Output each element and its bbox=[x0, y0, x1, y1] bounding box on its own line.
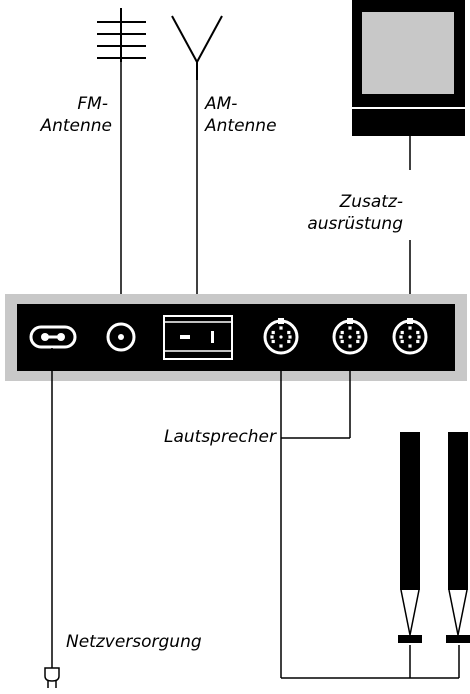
speaker-icon bbox=[398, 432, 422, 643]
am-antenna-label-line1: AM- bbox=[205, 94, 238, 114]
speaker-icon bbox=[446, 432, 470, 643]
coax-socket-icon bbox=[106, 322, 136, 352]
din-socket-icon bbox=[392, 318, 428, 355]
speakers-label: Lautsprecher bbox=[164, 427, 276, 447]
connection-panel bbox=[17, 304, 455, 371]
am-antenna-icon bbox=[171, 15, 223, 80]
power-plug-icon bbox=[44, 667, 60, 688]
fm-antenna-label-line2: Antenne bbox=[40, 116, 112, 136]
fm-antenna-icon bbox=[97, 8, 146, 62]
din-sockets bbox=[263, 318, 428, 355]
power-supply-label: Netzversorgung bbox=[66, 632, 202, 652]
monitor-icon bbox=[352, 0, 465, 136]
din-socket-icon bbox=[332, 318, 368, 355]
speaker-cables bbox=[280, 356, 460, 679]
am-socket-icon bbox=[163, 315, 233, 360]
extra-equipment-label-line2: ausrüstung bbox=[307, 214, 403, 234]
am-antenna-label-line2: Antenne bbox=[205, 116, 277, 136]
power-socket-icon bbox=[29, 325, 77, 349]
fm-antenna-label-line1: FM- bbox=[77, 94, 108, 114]
extra-equipment-label-line1: Zusatz- bbox=[339, 192, 403, 212]
din-socket-icon bbox=[263, 318, 299, 355]
